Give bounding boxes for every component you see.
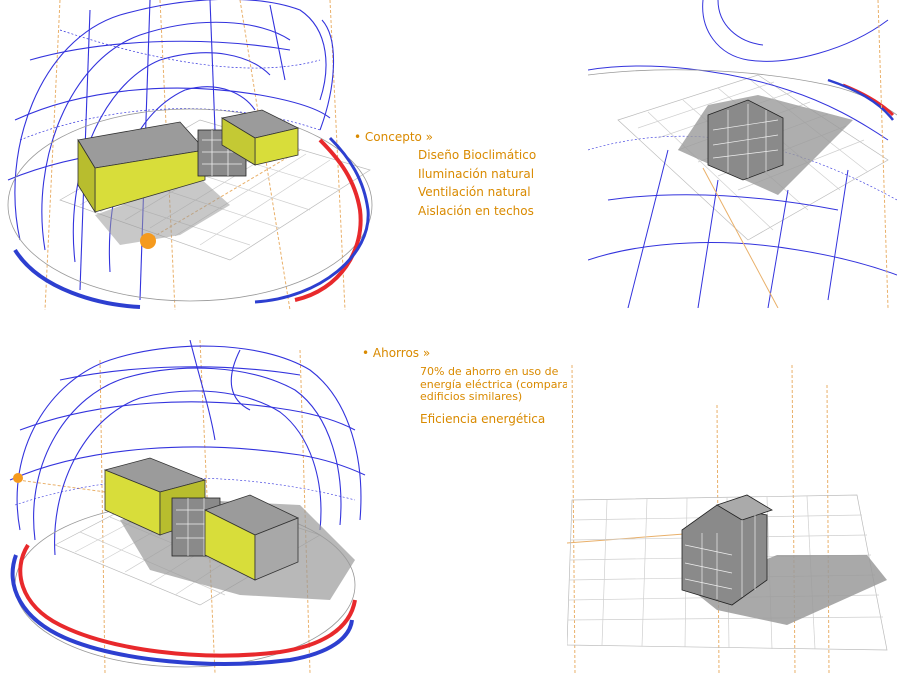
building-diagram-bottom-right	[567, 365, 897, 673]
concepto-section: • Concepto » Diseño Bioclimático Ilumina…	[354, 130, 536, 220]
sun-marker	[140, 233, 156, 249]
building-model	[681, 494, 773, 606]
concepto-item: Aislación en techos	[418, 203, 534, 218]
building-volume-right	[203, 494, 299, 581]
ahorros-section: • Ahorros » 70% de ahorro en uso de ener…	[362, 346, 650, 428]
ahorros-extra: Eficiencia energética	[420, 411, 546, 426]
ahorros-line: 70% de ahorro en uso de	[420, 365, 559, 378]
guide-lines	[567, 365, 830, 673]
building-model	[707, 99, 784, 181]
horizon-arcs	[7, 108, 373, 309]
sunpath-dome	[9, 340, 366, 556]
building-volume-left	[77, 121, 206, 214]
horizon-arcs	[588, 69, 897, 121]
concepto-item: Diseño Bioclimático	[418, 148, 537, 162]
building-volume-right	[220, 109, 300, 166]
sunpath-diagram-top-left	[0, 0, 375, 310]
concepto-item: Ventilación natural	[418, 185, 531, 199]
sunpath-dome	[588, 0, 897, 308]
ahorros-line: edificios similares)	[420, 390, 523, 403]
concepto-heading: • Concepto »	[354, 130, 434, 144]
sunpath-diagram-bottom-left	[0, 340, 370, 673]
plan-diagram-top-right	[588, 0, 897, 308]
sun-marker	[13, 473, 23, 483]
building-shadow	[95, 178, 230, 245]
concepto-item: Iluminación natural	[418, 166, 535, 181]
ahorros-heading: • Ahorros »	[362, 346, 431, 360]
